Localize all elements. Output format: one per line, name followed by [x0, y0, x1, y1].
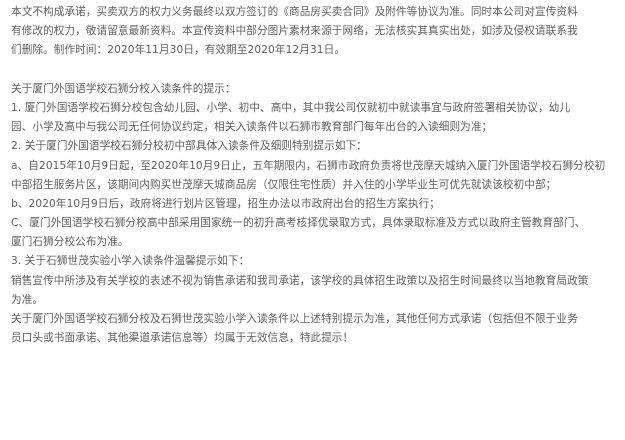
- notice-line: 3. 关于石狮世茂实验小学入读条件温馨提示如下：: [11, 255, 250, 268]
- notice-line: 员口头或书面承诺、其他渠道承诺信息等）均属于无效信息，特此提示！: [11, 332, 354, 345]
- notice-heading: 关于厦门外国语学校石狮分校入读条件的提示：: [11, 82, 236, 95]
- notice-line: 中部招生服务片区，该期间内购买世茂摩天城商品房（仅限住宅性质）并入住的小学毕业生…: [11, 178, 557, 191]
- notice-line: 厦门石狮分校公布为准。: [11, 236, 129, 249]
- notice-line: 销售宣传中所涉及有关学校的表述不视为销售承诺和我司承诺，该学校的具体招生政策以及…: [11, 274, 589, 287]
- notice-line: 2. 关于厦门外国语学校石狮分校初中部具体入读条件及细则特别提示如下：: [11, 140, 367, 153]
- notice-line: a、自2015年10月9日起，至2020年10月9日止，五年期限内，石狮市政府负…: [11, 159, 606, 172]
- disclaimer-line: 有修改的权力，敬请留意最新资料。本宣传资料中部分图片素材来源于网络，无法核实其真…: [11, 25, 578, 38]
- disclaimer-line: 本文不构成承诺，买卖双方的权力义务最终以双方签订的《商品房买卖合同》及附件等协议…: [11, 6, 578, 18]
- notice-line: 园、小学及高中与我公司无任何协议约定，相关入读条件以石狮市教育部门每年出台的入读…: [11, 121, 493, 134]
- notice-line: b、2020年10月9日后，政府将进行划片区管理，招生办法以市政府出台的招生方案…: [11, 197, 440, 210]
- notice-line: 为准。: [11, 293, 44, 306]
- paragraph-gap: [11, 61, 616, 80]
- notice-line: C、厦门外国语学校石狮分校高中部采用国家统一的初升高考核择优录取方式，具体录取标…: [11, 217, 586, 230]
- disclaimer-line: 们删除。制作时间：2020年11月30日，有效期至2020年12月31日。: [11, 44, 346, 57]
- notice-line: 关于厦门外国语学校石狮分校及石狮世茂实验小学入读条件以上述特别提示为准，其他任何…: [11, 313, 578, 325]
- notice-line: 1. 厦门外国语学校石狮分校包含幼儿园、小学、初中、高中，其中我公司仅就初中就读…: [11, 101, 571, 114]
